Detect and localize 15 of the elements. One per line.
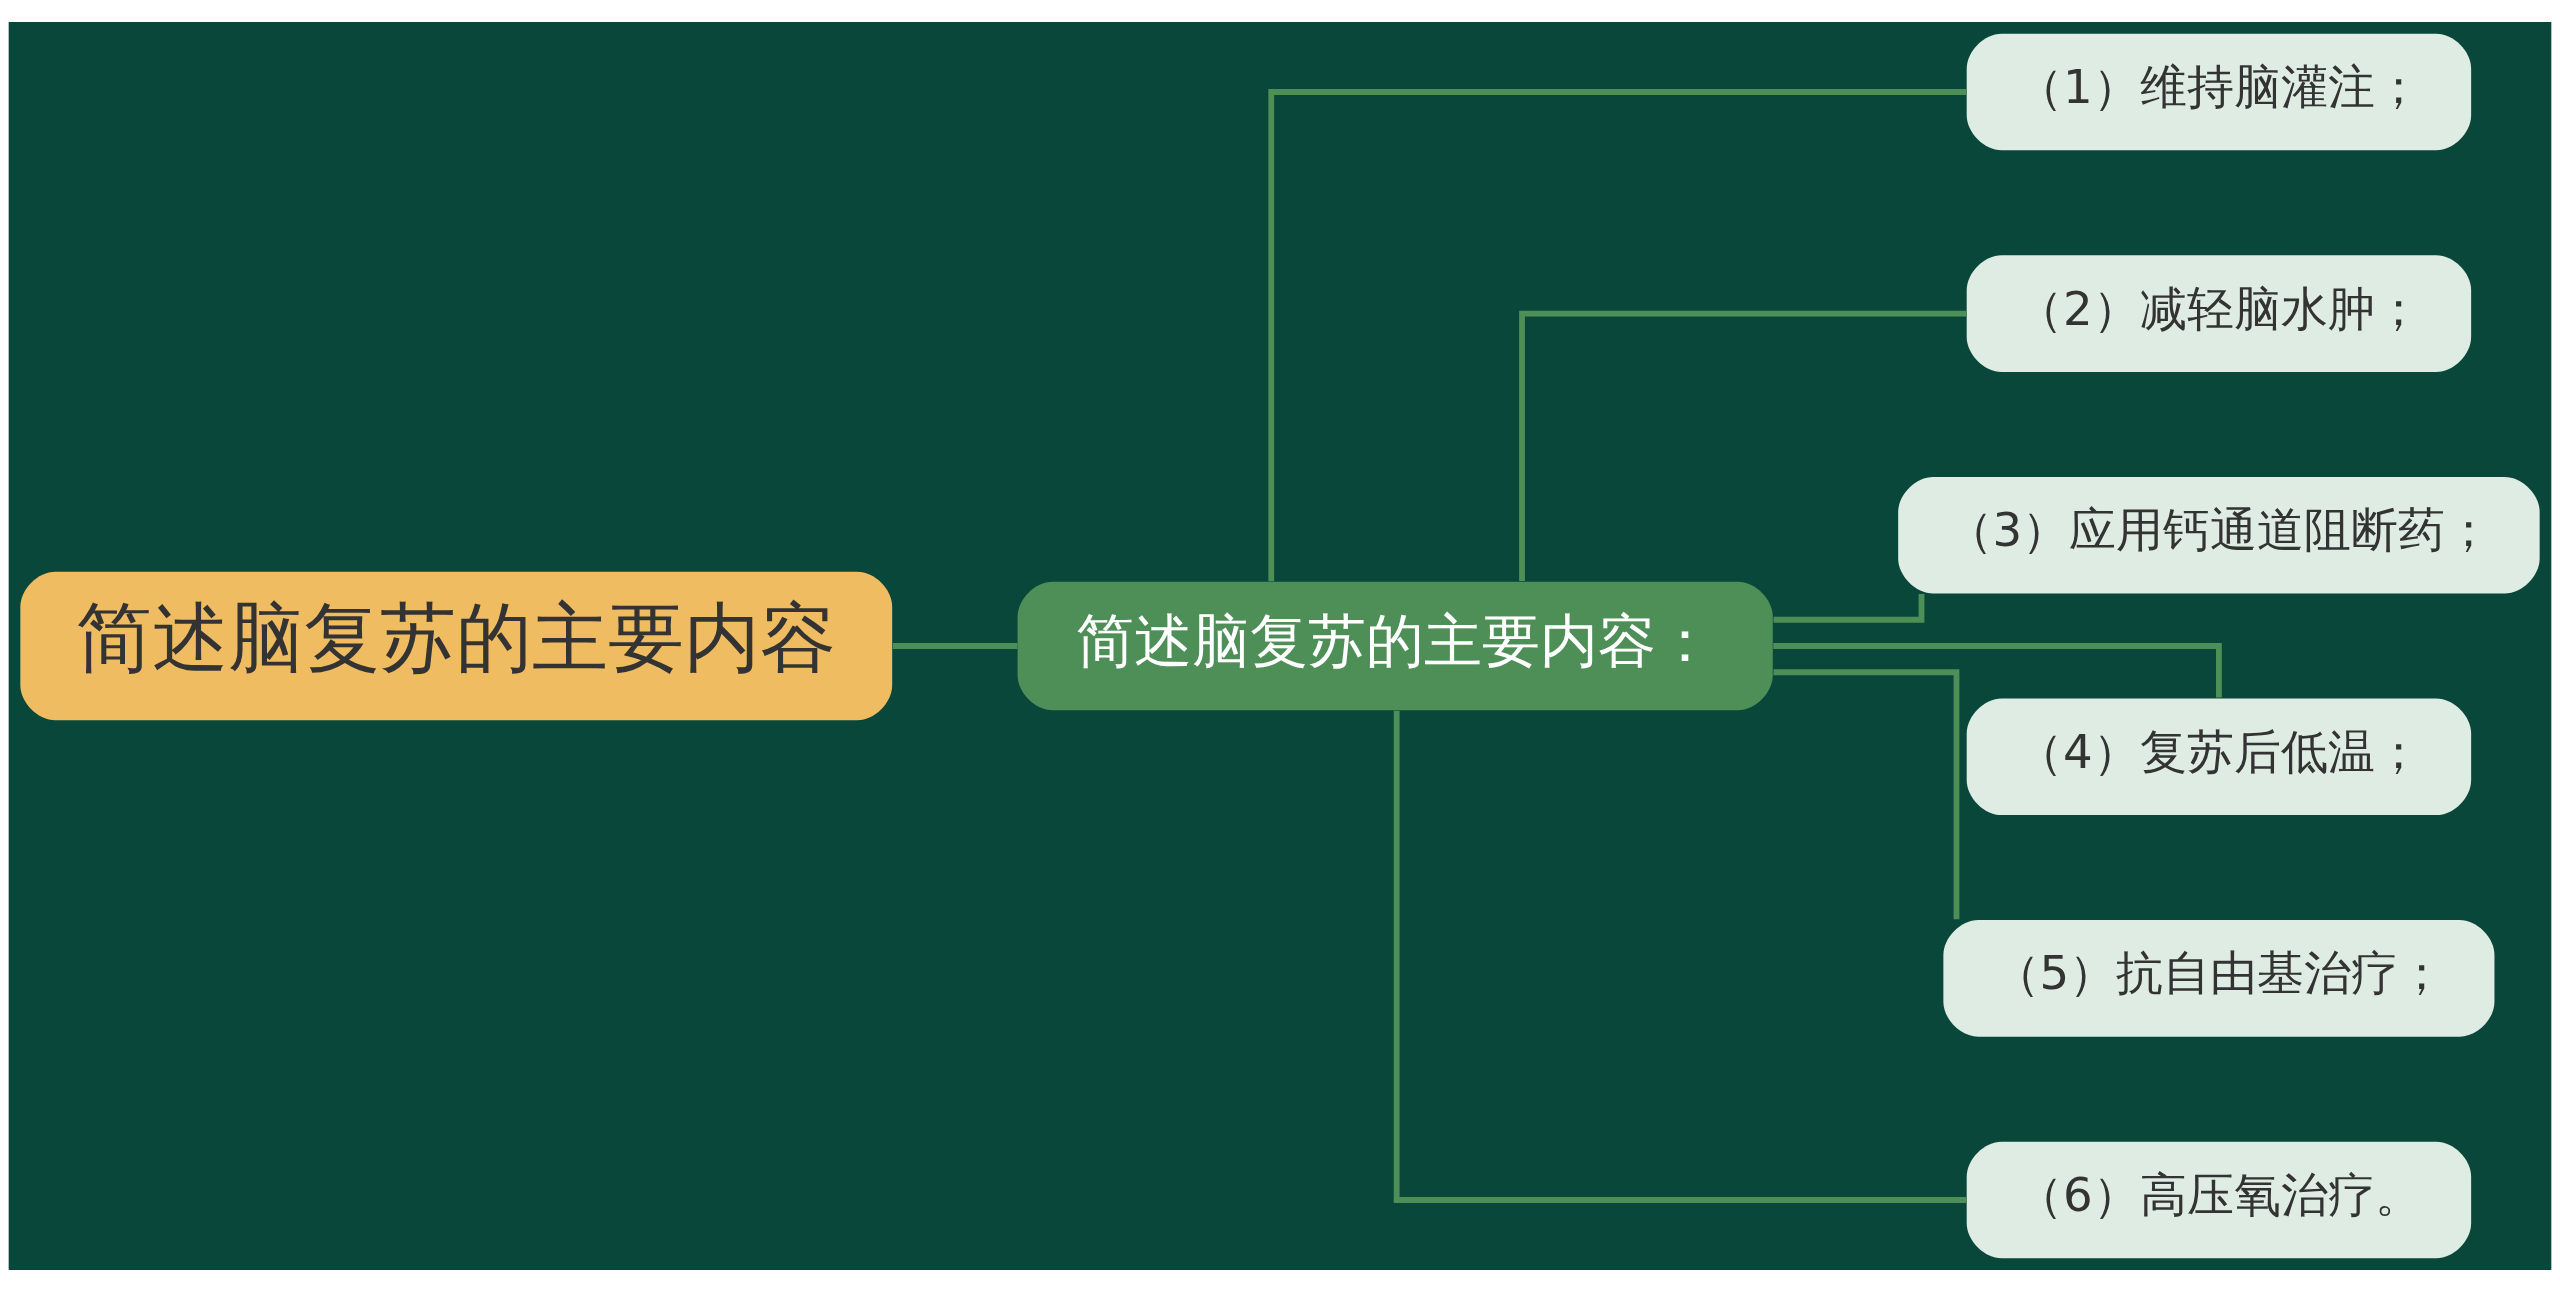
node-box: （6）高压氧治疗。 xyxy=(1966,1141,2472,1258)
connector xyxy=(892,642,1018,649)
node-box: 简述脑复苏的主要内容 xyxy=(20,571,893,720)
node-box: （4）复苏后低温； xyxy=(1966,698,2472,815)
connector xyxy=(1773,593,1925,623)
node-box: （5）抗自由基治疗； xyxy=(1943,919,2495,1037)
node-box: （1）维持脑灌注； xyxy=(1966,33,2472,150)
connector xyxy=(1773,642,2222,697)
connector xyxy=(1519,310,1967,581)
connector xyxy=(1268,88,1967,581)
node-box: （3）应用钙通道阻断药； xyxy=(1898,476,2540,593)
connector xyxy=(1773,668,1960,919)
node-box: 简述脑复苏的主要内容： xyxy=(1017,581,1773,710)
node-box: （2）减轻脑水肿； xyxy=(1966,254,2472,372)
connector xyxy=(1393,710,1967,1203)
